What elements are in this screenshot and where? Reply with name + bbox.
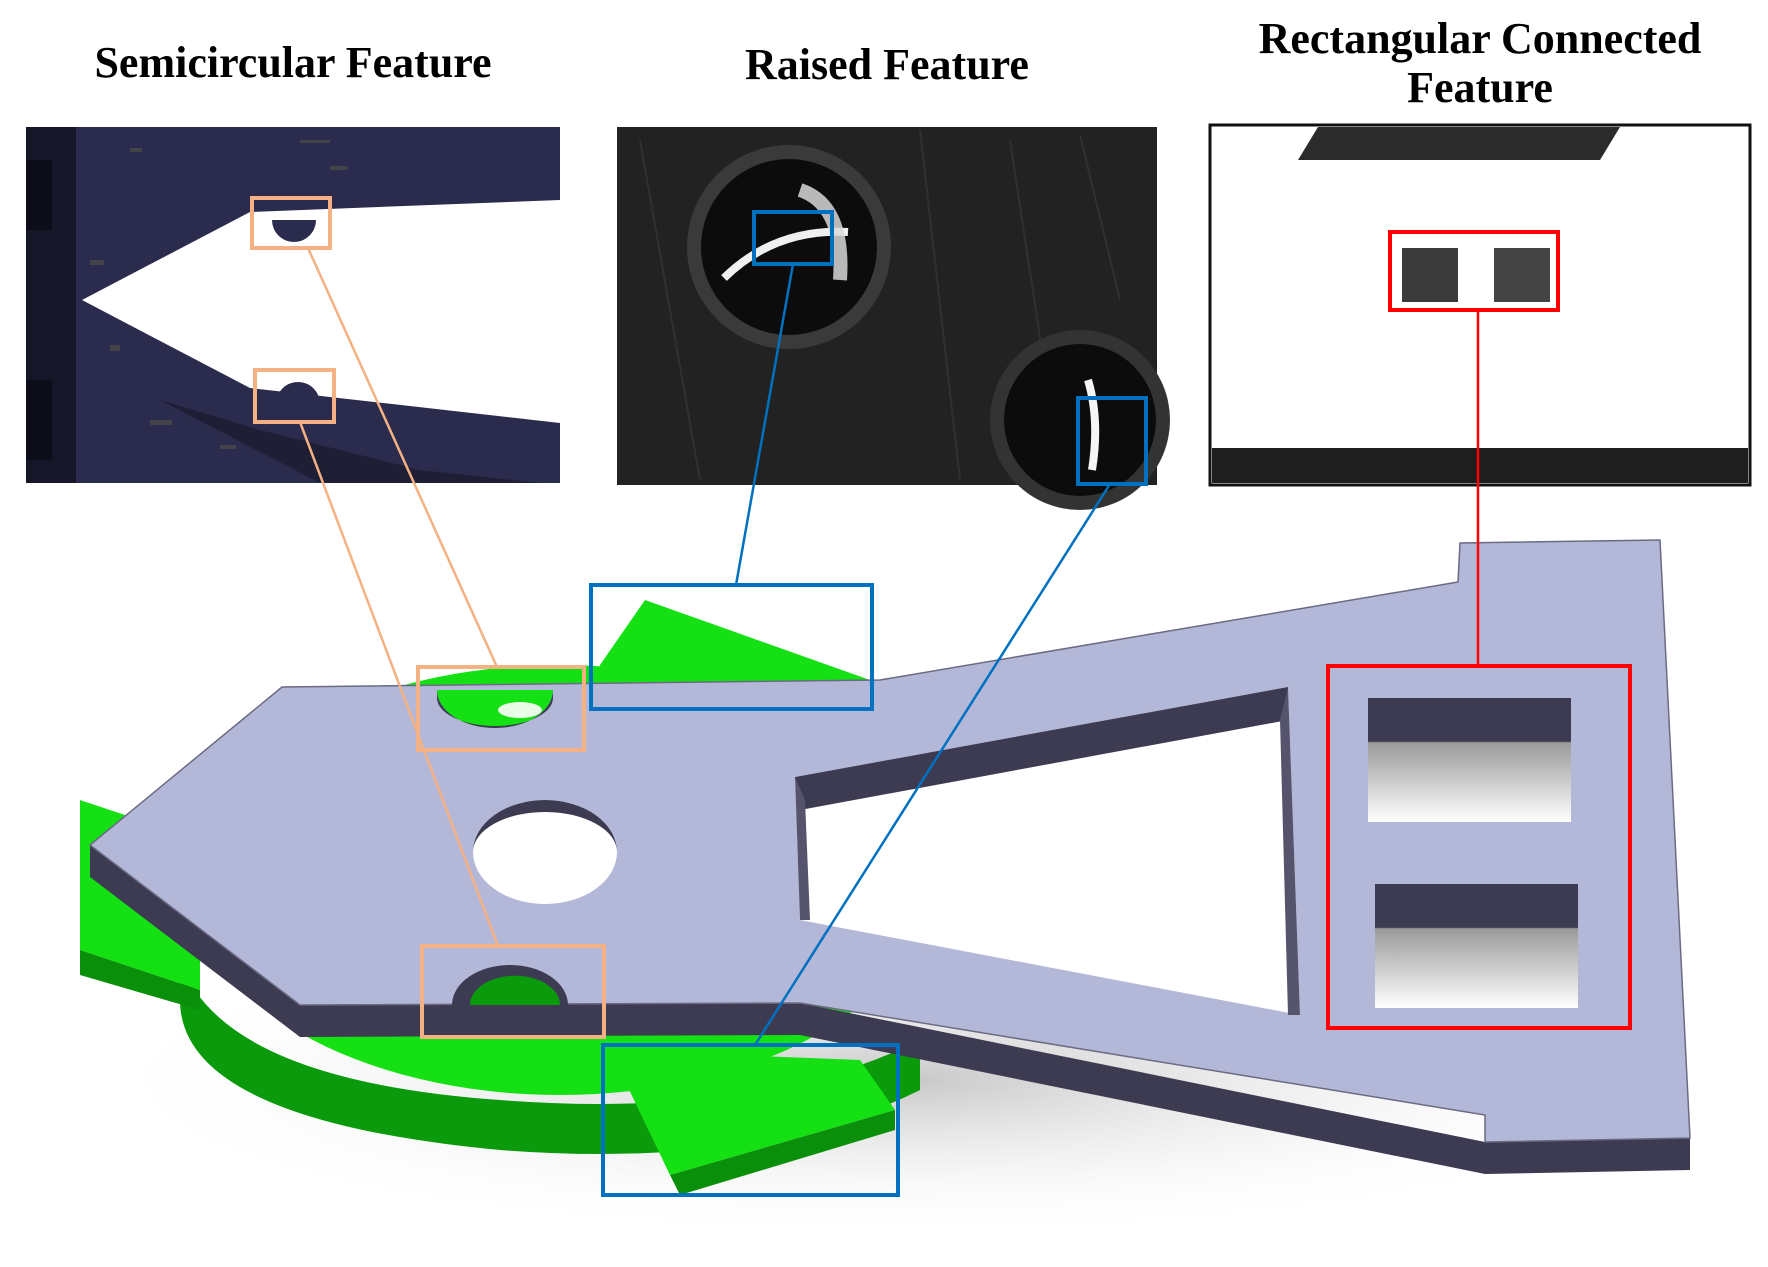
rectangular-title-line-2: Feature [1407, 63, 1553, 113]
photo-square-right [1494, 248, 1550, 302]
part-plate-sides [90, 845, 1690, 1174]
green-left-wing-side [80, 950, 200, 1010]
rectangular-connected-feature-title: Rectangular Connected Feature [1200, 14, 1760, 113]
connector-raised-top [734, 263, 795, 586]
raised-connectors [734, 263, 1112, 1046]
photo-semicircle-bottom [276, 382, 320, 404]
raised-feature-title-text: Raised Feature [745, 40, 1029, 89]
connector-semicircle-top [306, 247, 499, 668]
green-raised-arrow-top [600, 600, 870, 690]
semicircular-highlight-box-part-top [416, 665, 586, 752]
rectangular-highlight-box-photo [1388, 230, 1560, 312]
photo-semicircle-top [272, 220, 316, 242]
photo-speckles [90, 140, 348, 449]
part-rectangular-pocket-upper [1368, 698, 1571, 822]
part-rectangular-pocket-lower [1375, 884, 1578, 1008]
part-semicircle-notch-bottom [452, 965, 568, 1005]
part-center-hole [473, 800, 617, 904]
rectangular-title-line-1: Rectangular Connected [1258, 14, 1702, 63]
semicircular-feature-title-text: Semicircular Feature [94, 38, 492, 87]
raised-feature-photo [617, 127, 1170, 510]
photo-shadow-area [160, 400, 540, 483]
photo-bottom-strip [1212, 448, 1748, 483]
connector-semicircle-bottom [298, 421, 500, 947]
photo-left-notch-bottom [26, 380, 52, 460]
photo-white-gap [82, 200, 560, 423]
raised-feature-title: Raised Feature [617, 40, 1157, 89]
part-semicircle-notch-top [437, 690, 553, 728]
semicircular-highlight-box-photo-top [250, 196, 332, 250]
raised-highlight-box-photo-bottom [1076, 396, 1148, 486]
photo-top-fixture [1298, 127, 1620, 160]
semicircular-highlight-box-part-bottom [420, 944, 606, 1039]
rectangular-feature-photo [1208, 123, 1752, 487]
green-raised-arrow-bottom-side [670, 1110, 895, 1195]
connector-raised-bottom [753, 483, 1112, 1046]
semicircular-connectors [298, 247, 500, 947]
raised-highlight-box-part-bottom [601, 1043, 900, 1197]
photo-square-left [1402, 248, 1458, 302]
green-raised-arrow-bottom [610, 1050, 895, 1175]
semicircular-highlight-box-photo-bottom [253, 368, 336, 424]
raised-highlight-box-part-top [589, 583, 874, 711]
semicircular-feature-title: Semicircular Feature [26, 38, 560, 87]
part-triangular-cutout [795, 687, 1300, 1015]
semicircular-feature-photo [26, 127, 560, 483]
photo-frame [1208, 123, 1752, 487]
photo-left-notch-top [26, 160, 52, 230]
photo-upper-recess [701, 159, 877, 335]
photo-lower-raised-mark [1084, 378, 1100, 471]
